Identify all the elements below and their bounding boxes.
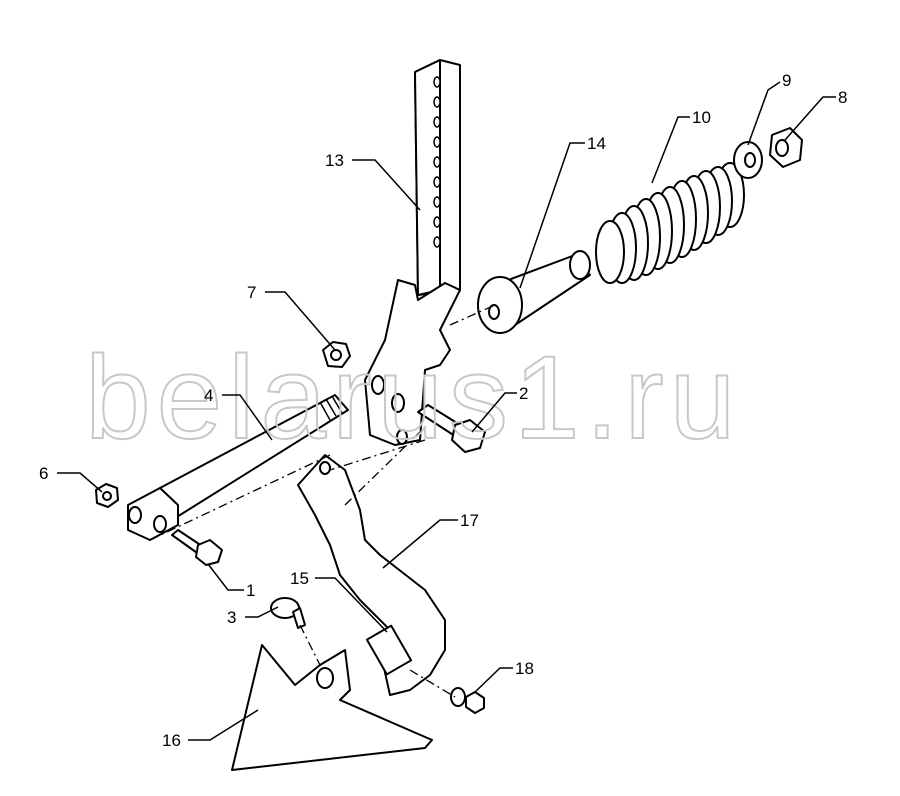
part-1-bolt	[171, 529, 223, 566]
part-2-bolt	[417, 404, 486, 453]
part-9-washer	[733, 141, 763, 179]
part-10-spring	[595, 162, 745, 284]
assembly-lines	[149, 304, 496, 698]
callout-3: 3	[227, 608, 236, 627]
part-17-shank	[297, 454, 446, 696]
part-16-share	[231, 644, 433, 771]
part-18-nut	[450, 687, 485, 714]
callout-13: 13	[325, 151, 344, 170]
callout-9: 9	[782, 71, 791, 90]
callout-15: 15	[290, 569, 309, 588]
leader-lines	[57, 81, 836, 741]
callout-7: 7	[247, 283, 256, 302]
callout-14: 14	[587, 134, 606, 153]
callout-18: 18	[515, 659, 534, 678]
callout-10: 10	[692, 108, 711, 127]
callout-16: 16	[162, 731, 181, 750]
bracket	[364, 279, 461, 446]
part-13-stand-bar	[414, 59, 461, 296]
part-14-pin	[477, 250, 591, 334]
watermark: belarus1.ru	[85, 332, 741, 464]
callout-1: 1	[246, 581, 255, 600]
callout-17: 17	[460, 511, 479, 530]
callout-4: 4	[204, 386, 213, 405]
callout-8: 8	[838, 88, 847, 107]
part-7-nut	[322, 341, 351, 368]
part-6-nut	[95, 483, 119, 508]
part-8-nut	[769, 127, 803, 168]
callout-2: 2	[519, 384, 528, 403]
part-3-bolt	[270, 597, 306, 629]
part-4-rod	[127, 394, 349, 541]
callout-6: 6	[39, 464, 48, 483]
